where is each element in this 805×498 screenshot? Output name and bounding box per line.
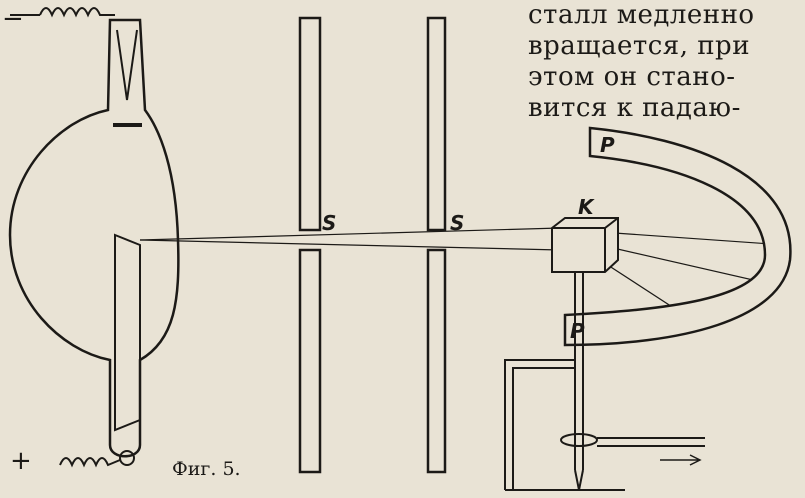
anode-sign: +: [10, 446, 32, 476]
slit-label-2: S: [450, 211, 464, 235]
photographic-plate: [563, 126, 792, 347]
text-line: этом он стано-: [528, 62, 736, 92]
x-ray-tube: [8, 7, 180, 468]
plate-label-top: P: [600, 133, 615, 157]
text-line: вращается, при: [528, 31, 751, 61]
text-line: сталл медленно: [528, 0, 755, 30]
plate-label-bottom: P: [570, 319, 585, 343]
x-ray-beam: [139, 227, 786, 326]
text-line: вится к падаю-: [528, 93, 741, 123]
slit-label-1: S: [322, 211, 336, 235]
crystal-label: K: [578, 195, 595, 219]
crystal-holder: [504, 217, 705, 491]
slit-plates: [298, 16, 447, 474]
figure-caption: Фиг. 5.: [172, 458, 241, 480]
cathode-sign: −: [2, 4, 24, 34]
